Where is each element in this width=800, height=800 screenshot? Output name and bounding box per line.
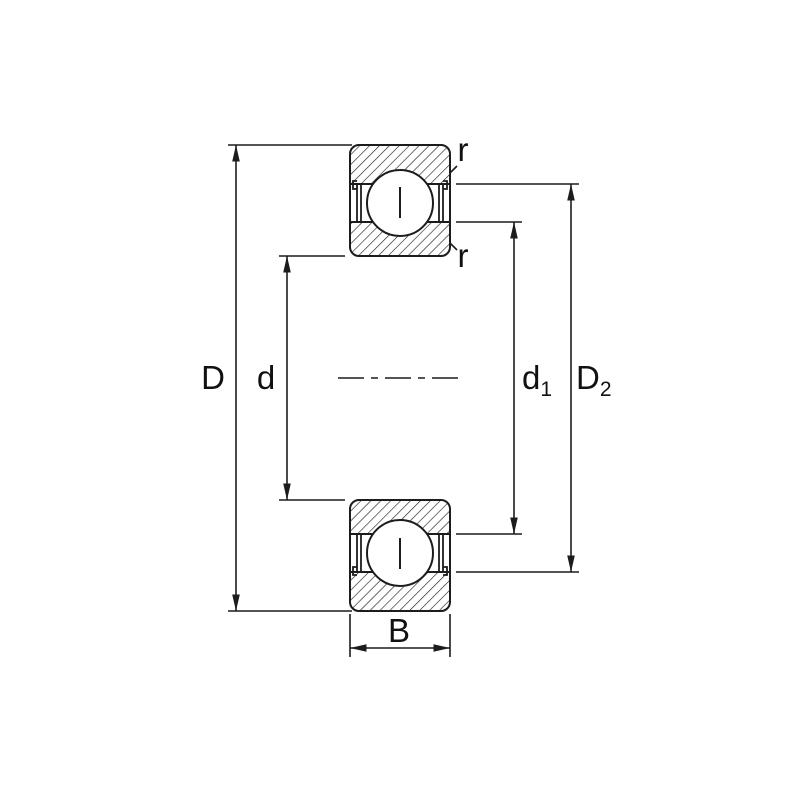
label-shoulder-diameter: d1 (522, 359, 552, 401)
shield-anchor-icon (352, 180, 357, 190)
shield-left-top (352, 180, 362, 223)
label-chamfer-outer: r (458, 131, 469, 168)
top-section-outline (349, 144, 451, 257)
label-width: B (388, 612, 410, 649)
dimension-B: B (349, 612, 451, 657)
bottom-section-outline (349, 499, 451, 612)
r-leader-inner (449, 242, 458, 251)
shield-anchor-icon (443, 180, 448, 190)
chamfer-radius-inner: r (449, 237, 469, 274)
dimension-d: d (257, 255, 345, 501)
dimension-D: D (201, 144, 352, 612)
chamfer-radius-outer: r (449, 131, 469, 174)
label-bore-diameter: d (257, 359, 275, 396)
shield-left-bottom (352, 533, 362, 576)
bearing-bottom-section (349, 499, 451, 612)
label-chamfer-inner: r (458, 237, 469, 274)
dimension-D2: D2 (456, 183, 612, 573)
label-recess-diameter: D2 (576, 359, 612, 401)
shield-anchor-icon (352, 566, 357, 576)
shield-right-bottom (438, 533, 448, 576)
dimension-d1: d1 (456, 221, 552, 535)
shield-right-top (438, 180, 448, 223)
shield-anchor-icon (443, 566, 448, 576)
label-outer-diameter: D (201, 359, 225, 396)
r-leader-outer (449, 165, 458, 174)
bearing-top-section (349, 144, 451, 257)
